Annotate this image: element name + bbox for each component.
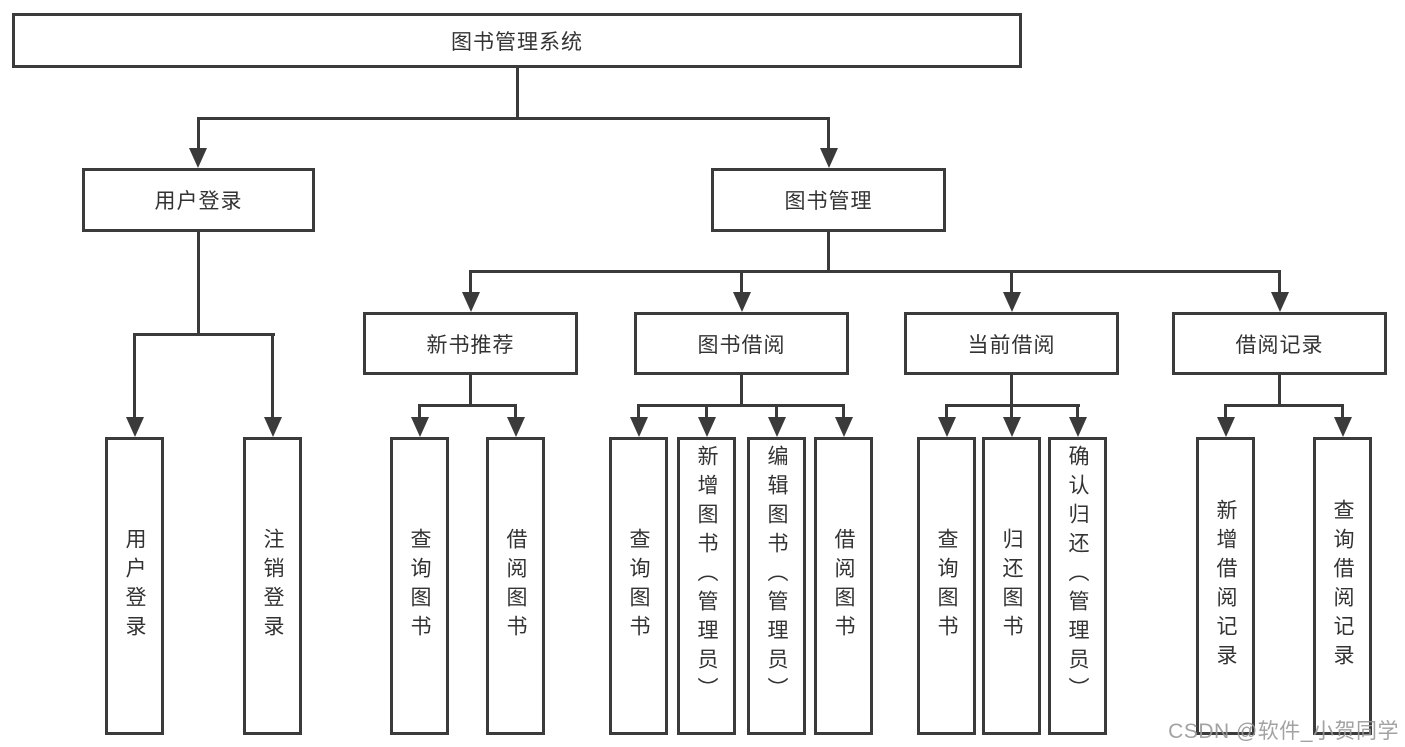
arrowhead-down-icon	[1271, 292, 1289, 312]
leaf-bb-edit-book-admin: 编辑图书（管理员）	[747, 437, 806, 735]
leaf-label: 确认归还（管理员）	[1066, 445, 1089, 706]
connector-line	[1224, 404, 1344, 407]
connector-line	[271, 333, 274, 419]
connector-line	[418, 404, 421, 419]
arrowhead-down-icon	[1217, 417, 1235, 437]
node-new-book-rec-label: 新书推荐	[426, 333, 515, 357]
arrowhead-down-icon	[733, 292, 751, 312]
node-root: 图书管理系统	[12, 13, 1022, 68]
arrowhead-down-icon	[938, 417, 956, 437]
csdn-watermark: CSDN @软件_小贺同学	[1168, 720, 1399, 743]
connector-line	[1010, 270, 1013, 294]
connector-line	[1010, 375, 1013, 407]
arrowhead-down-icon	[630, 417, 648, 437]
node-book-mgmt-label: 图书管理	[784, 190, 873, 213]
connector-line	[197, 232, 200, 336]
leaf-user-login: 用户登录	[105, 437, 164, 735]
leaf-rec-query-book: 查询图书	[390, 437, 449, 735]
leaf-br-query-record: 查询借阅记录	[1313, 437, 1372, 735]
connector-line	[133, 333, 136, 419]
connector-line	[469, 375, 472, 407]
node-borrow-record: 借阅记录	[1172, 312, 1387, 375]
leaf-label: 归还图书	[1000, 528, 1023, 644]
arrowhead-down-icon	[264, 417, 282, 437]
connector-line	[637, 404, 845, 407]
arrowhead-down-icon	[820, 148, 838, 168]
connector-line	[1341, 404, 1344, 419]
node-root-label: 图书管理系统	[451, 30, 583, 54]
node-user-login-label: 用户登录	[154, 190, 243, 213]
connector-line	[842, 404, 845, 419]
node-book-mgmt: 图书管理	[711, 168, 946, 232]
connector-line	[740, 270, 743, 294]
leaf-label: 借阅图书	[504, 528, 527, 644]
arrowhead-down-icon	[507, 417, 525, 437]
connector-line	[133, 333, 275, 336]
leaf-bb-query-book: 查询图书	[609, 437, 668, 735]
leaf-label: 查询图书	[408, 528, 431, 644]
node-book-borrow-label: 图书借阅	[697, 333, 786, 357]
leaf-label: 用户登录	[123, 528, 146, 644]
leaf-label: 新增借阅记录	[1214, 499, 1237, 673]
connector-line	[197, 117, 830, 120]
leaf-cb-confirm-return-admin: 确认归还（管理员）	[1048, 437, 1107, 735]
node-book-borrow: 图书借阅	[634, 312, 849, 375]
arrowhead-down-icon	[1003, 292, 1021, 312]
connector-line	[705, 404, 708, 419]
arrowhead-down-icon	[1003, 417, 1021, 437]
connector-line	[1278, 375, 1281, 407]
leaf-label: 查询借阅记录	[1331, 499, 1354, 673]
connector-line	[516, 68, 519, 118]
connector-line	[418, 404, 517, 407]
arrowhead-down-icon	[126, 417, 144, 437]
connector-line	[469, 270, 1281, 273]
connector-line	[1278, 270, 1281, 294]
arrowhead-down-icon	[462, 292, 480, 312]
connector-line	[945, 404, 948, 419]
leaf-bb-add-book-admin: 新增图书（管理员）	[677, 437, 736, 735]
node-borrow-record-label: 借阅记录	[1235, 333, 1324, 357]
connector-line	[469, 270, 472, 294]
connector-line	[1224, 404, 1227, 419]
leaf-label: 编辑图书（管理员）	[765, 445, 788, 706]
connector-line	[197, 117, 200, 150]
leaf-label: 注销登录	[261, 528, 284, 644]
arrowhead-down-icon	[1069, 417, 1087, 437]
connector-line	[827, 232, 830, 273]
node-current-borrow-label: 当前借阅	[967, 333, 1056, 357]
leaf-cb-query-book: 查询图书	[917, 437, 976, 735]
leaf-logout: 注销登录	[243, 437, 302, 735]
arrowhead-down-icon	[411, 417, 429, 437]
connector-line	[637, 404, 640, 419]
arrowhead-down-icon	[1334, 417, 1352, 437]
leaf-rec-borrow-book: 借阅图书	[486, 437, 545, 735]
connector-line	[514, 404, 517, 419]
connector-line	[827, 117, 830, 150]
leaf-br-add-record: 新增借阅记录	[1196, 437, 1255, 735]
connector-line	[775, 404, 778, 419]
arrowhead-down-icon	[835, 417, 853, 437]
node-new-book-rec: 新书推荐	[363, 312, 578, 375]
leaf-label: 查询图书	[935, 528, 958, 644]
leaf-bb-borrow-book: 借阅图书	[814, 437, 873, 735]
arrowhead-down-icon	[768, 417, 786, 437]
connector-line	[740, 375, 743, 407]
leaf-label: 新增图书（管理员）	[695, 445, 718, 706]
node-current-borrow: 当前借阅	[904, 312, 1119, 375]
leaf-label: 借阅图书	[832, 528, 855, 644]
leaf-cb-return-book: 归还图书	[982, 437, 1041, 735]
connector-line	[1010, 404, 1013, 419]
leaf-label: 查询图书	[627, 528, 650, 644]
connector-line	[1076, 404, 1079, 419]
arrowhead-down-icon	[189, 148, 207, 168]
node-user-login: 用户登录	[82, 168, 315, 232]
arrowhead-down-icon	[698, 417, 716, 437]
